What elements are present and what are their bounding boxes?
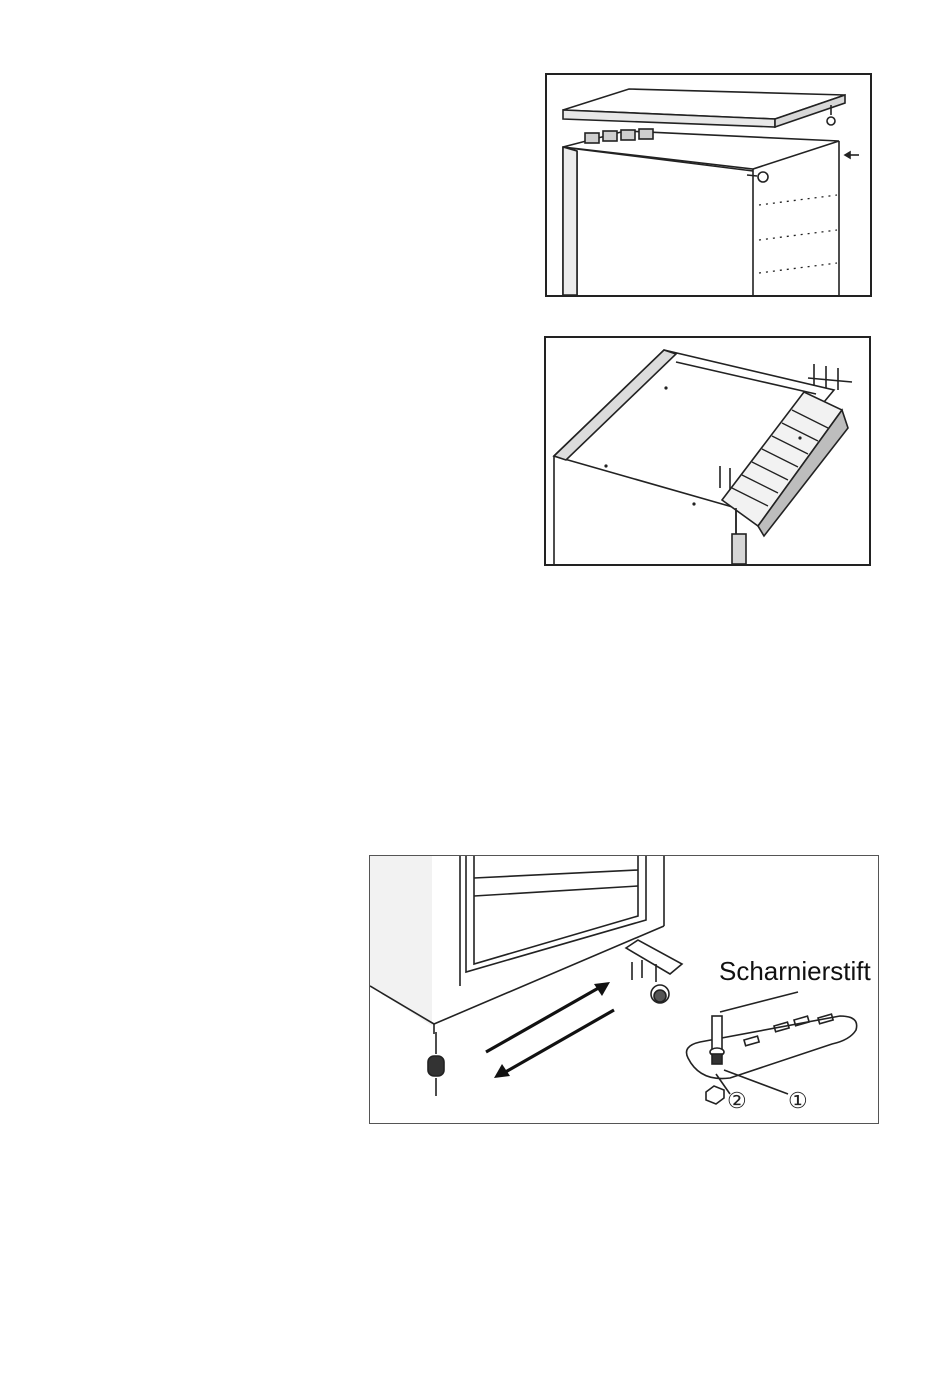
figure-bottom-hinge: Scharnierstift ① ②: [369, 855, 879, 1124]
callout-two: ②: [727, 1089, 747, 1114]
hinge-bracket-illustration: [546, 338, 869, 564]
callout-one: ①: [788, 1089, 808, 1114]
top-cover-illustration: [547, 75, 870, 295]
scharnierstift-label: Scharnierstift: [719, 956, 871, 987]
bottom-hinge-illustration: [370, 856, 877, 1122]
figure-hinge-bracket-top: [544, 336, 871, 566]
figure-top-cover-removal: [545, 73, 872, 297]
